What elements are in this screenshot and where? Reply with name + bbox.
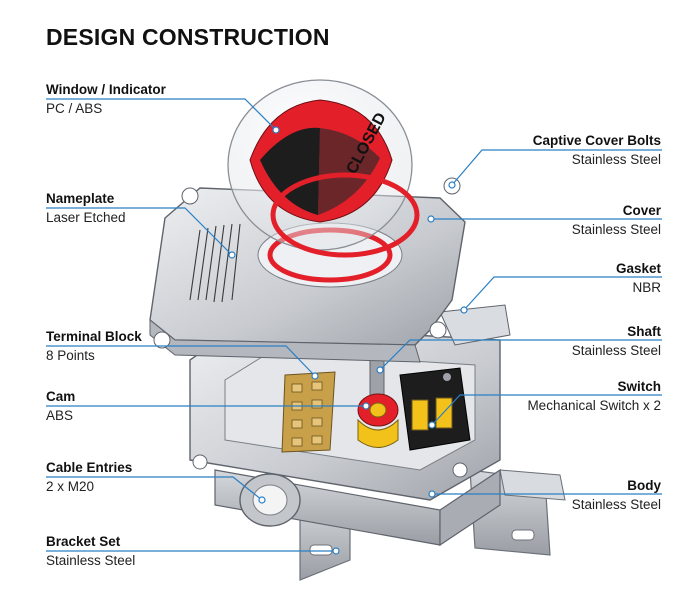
- label-name: Switch: [617, 379, 661, 394]
- label-material: Stainless Steel: [571, 343, 661, 358]
- label-shaft: Shaft Stainless Steel: [572, 322, 661, 360]
- label-name: Cable Entries: [46, 460, 133, 475]
- label-name: Window / Indicator: [46, 82, 166, 97]
- label-name: Body: [627, 478, 661, 493]
- label-material: Stainless Steel: [571, 497, 661, 512]
- terminal-block: [281, 371, 336, 453]
- leader-gasket: [463, 276, 662, 311]
- label-material: Mechanical Switch x 2: [527, 398, 661, 413]
- label-body: Body Stainless Steel: [572, 476, 661, 514]
- window-indicator: CLOSED: [227, 79, 420, 288]
- label-name: Cover: [622, 203, 661, 218]
- leader-window: [46, 98, 277, 131]
- leader-nameplate: [46, 207, 233, 256]
- leader-bolts: [451, 149, 662, 186]
- label-name: Captive Cover Bolts: [532, 133, 661, 148]
- label-cam: Cam ABS: [46, 387, 75, 425]
- leader-cable: [46, 476, 263, 501]
- label-material: PC / ABS: [46, 101, 103, 116]
- label-material: ABS: [46, 408, 74, 423]
- label-bracket-set: Bracket Set Stainless Steel: [46, 532, 135, 570]
- label-cover: Cover Stainless Steel: [572, 201, 661, 239]
- switch-pair: [399, 367, 471, 451]
- label-name: Bracket Set: [46, 534, 121, 549]
- label-material: Laser Etched: [46, 210, 126, 225]
- label-material: NBR: [632, 280, 661, 295]
- label-material: Stainless Steel: [571, 222, 661, 237]
- leader-terminal: [46, 345, 316, 377]
- leader-lines: [46, 98, 662, 552]
- leader-switch: [431, 394, 662, 426]
- label-window-indicator: Window / Indicator PC / ABS: [46, 80, 166, 118]
- label-name: Cam: [46, 389, 76, 404]
- label-name: Terminal Block: [46, 329, 142, 344]
- label-name: Nameplate: [46, 191, 115, 206]
- label-cable-entries: Cable Entries 2 x M20: [46, 458, 132, 496]
- label-gasket: Gasket NBR: [616, 259, 661, 297]
- leader-shaft: [379, 339, 662, 371]
- label-name: Gasket: [615, 261, 661, 276]
- page-title: DESIGN CONSTRUCTION: [46, 24, 330, 50]
- label-material: 8 Points: [46, 348, 95, 363]
- leader-dots: [228, 126, 468, 555]
- label-terminal-block: Terminal Block 8 Points: [46, 327, 142, 365]
- label-material: Stainless Steel: [46, 553, 136, 568]
- cable-entry: [239, 473, 301, 527]
- label-material: Stainless Steel: [571, 152, 661, 167]
- label-material: 2 x M20: [46, 479, 95, 494]
- label-nameplate: Nameplate Laser Etched: [46, 189, 126, 227]
- label-name: Shaft: [627, 324, 661, 339]
- label-captive-cover-bolts: Captive Cover Bolts Stainless Steel: [533, 131, 661, 169]
- label-switch: Switch Mechanical Switch x 2: [527, 377, 661, 415]
